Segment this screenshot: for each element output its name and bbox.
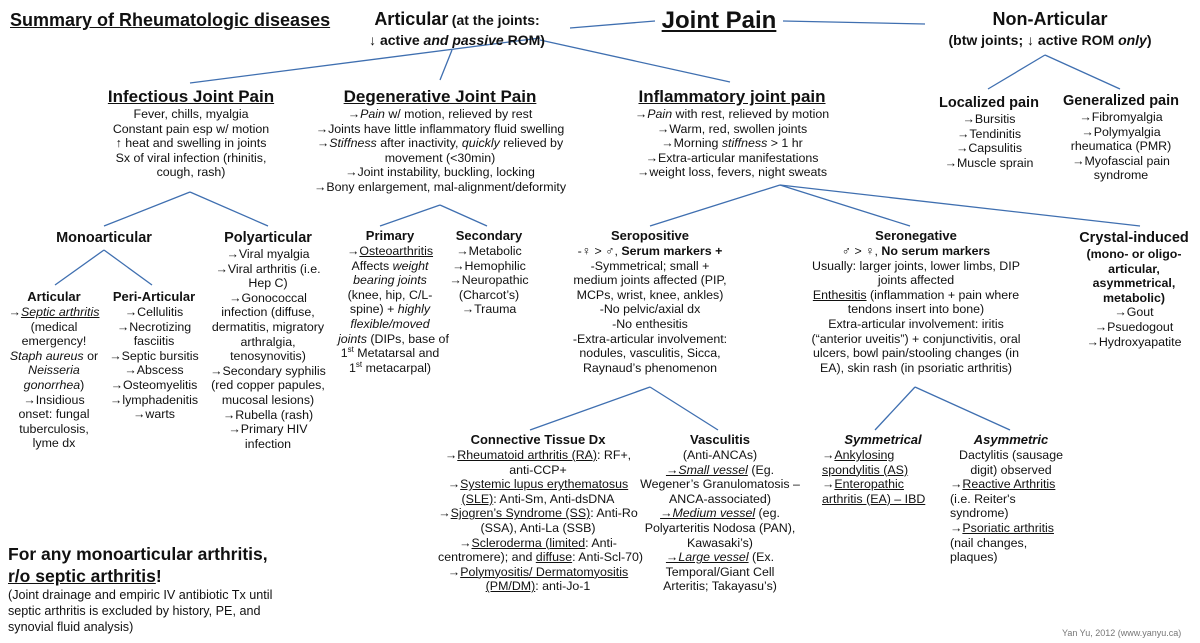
generalized-title: Generalized pain: [1062, 93, 1180, 109]
peri-articular-title: Peri-Articular: [112, 289, 196, 304]
monoarticular-title: Monoarticular: [56, 230, 152, 246]
connector-line: [539, 39, 731, 83]
connector-line: [379, 204, 441, 227]
articular-header: Articular (at the joints: ↓ active and p…: [352, 8, 562, 50]
primary-degenerative: Primary →Osteoarthritis Affects weight b…: [338, 228, 449, 375]
connector-line: [779, 184, 911, 227]
connector-line: [874, 386, 916, 431]
generalized-pain: Generalized pain →Fibromyalgia →Polymyal…: [1058, 92, 1184, 183]
articular-title: Articular: [374, 9, 449, 29]
articular-paren: (at the joints:: [451, 12, 540, 28]
connective-title: Connective Tissue Dx: [470, 432, 606, 447]
polyarticular-title: Polyarticular: [224, 230, 312, 246]
vasculitis-title: Vasculitis: [690, 432, 750, 447]
secondary-degenerative: Secondary →Metabolic →Hemophilic →Neurop…: [444, 228, 534, 317]
connector-line: [782, 20, 926, 25]
connective-tissue-dx: Connective Tissue Dx →Rheumatoid arthrit…: [438, 432, 644, 594]
note-heading: For any monoarticular arthritis,: [8, 544, 268, 564]
seropositive: Seropositive -♀ > ♂, Serum markers + -Sy…: [550, 228, 750, 375]
non-articular-header: Non-Articular (btw joints; ↓ active ROM …: [925, 8, 1175, 50]
symmetrical: Symmetrical →Ankylosing spondylitis (AS)…: [822, 432, 944, 506]
articular-sub: Articular →Septic arthritis (medical eme…: [4, 289, 104, 451]
non-articular-rom: (btw joints; ↓ active ROM only): [948, 32, 1152, 48]
connector-line: [1044, 54, 1121, 90]
inflammatory-title: Inflammatory joint pain: [638, 87, 826, 106]
seronegative: Seronegative ♂ > ♀, No serum markers Usu…: [798, 228, 1034, 375]
connector-line: [914, 386, 1011, 431]
infectious-title: Infectious Joint Pain: [107, 87, 275, 106]
monoarticular: Monoarticular: [44, 229, 164, 247]
degenerative-title: Degenerative Joint Pain: [343, 87, 537, 106]
polyarticular: Polyarticular →Viral myalgia →Viral arth…: [200, 229, 336, 451]
crystal-induced: Crystal-induced (mono- or oligo- articul…: [1072, 229, 1196, 349]
monoarticular-note: For any monoarticular arthritis, r/o sep…: [8, 543, 308, 635]
articular-rom: ↓ active and passive ROM): [369, 32, 545, 48]
asymmetric-title: Asymmetric: [973, 432, 1049, 447]
localized-title: Localized pain: [939, 95, 1039, 111]
joint-pain-title: Joint Pain: [655, 6, 783, 36]
degenerative-joint-pain: Degenerative Joint Pain →Pain w/ motion,…: [313, 87, 567, 194]
secondary-title: Secondary: [455, 228, 523, 243]
connector-line: [569, 20, 656, 29]
connector-line: [987, 54, 1046, 90]
seropositive-title: Seropositive: [610, 228, 690, 243]
connector-line: [439, 49, 453, 81]
articular-sub-title: Articular: [27, 289, 81, 304]
inflammatory-joint-pain: Inflammatory joint pain →Pain with rest,…: [620, 86, 844, 180]
non-articular-title: Non-Articular: [992, 9, 1108, 29]
connector-line: [103, 249, 153, 286]
connector-line: [54, 249, 105, 286]
summary-title: Summary of Rheumatologic diseases: [10, 9, 330, 31]
connector-line: [649, 386, 719, 431]
peri-articular: Peri-Articular →Cellulitis →Necrotizing …: [104, 289, 204, 422]
author-credit: Yan Yu, 2012 (www.yanyu.ca): [1062, 628, 1182, 638]
symmetrical-title: Symmetrical: [844, 432, 922, 447]
infectious-joint-pain: Infectious Joint Pain Fever, chills, mya…: [100, 86, 282, 180]
localized-pain: Localized pain →Bursitis →Tendinitis →Ca…: [930, 94, 1048, 170]
seronegative-title: Seronegative: [875, 228, 957, 243]
connector-line: [779, 184, 1141, 227]
joint-pain-text: Joint Pain: [661, 7, 777, 34]
connector-line: [439, 204, 488, 227]
connector-line: [189, 191, 269, 227]
connector-line: [529, 386, 651, 431]
summary-title-text: Summary of Rheumatologic diseases: [10, 10, 331, 30]
asymmetric: Asymmetric Dactylitis (sausage digit) ob…: [950, 432, 1072, 565]
vasculitis: Vasculitis (Anti-ANCAs) →Small vessel (E…: [640, 432, 800, 594]
primary-title: Primary: [365, 228, 415, 243]
connector-line: [649, 184, 781, 227]
crystal-title: Crystal-induced: [1079, 230, 1189, 246]
connector-line: [103, 191, 191, 227]
